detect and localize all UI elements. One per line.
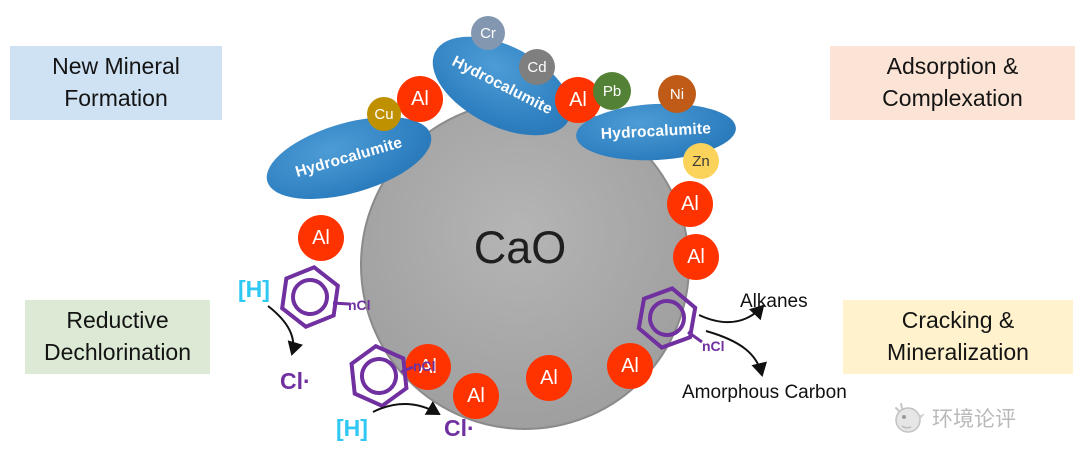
al-circle: Al [397,76,443,122]
al-circle: Al [526,355,572,401]
al-circle: Al [673,234,719,280]
hydrocalumite-label: Hydrocalumite [293,134,405,181]
amorphous-carbon-label: Amorphous Carbon [682,382,847,403]
chlorobenzene-ring-bottom [337,334,421,418]
metal-circle-zn: Zn [683,143,719,179]
chlorine-radical-label: Cl· [444,415,475,441]
hydrogen-radical-label: [H] [238,276,270,302]
watermark-text: 环境论评 [932,408,1016,431]
ncl-label: nCl [348,297,371,313]
benzene-ring-icon [349,343,409,409]
benzene-ring-icon [636,286,698,350]
ncl-label: nCl [702,338,725,354]
metal-circle-cr: Cr [471,16,505,50]
al-circle: Al [453,373,499,419]
al-circle: Al [405,344,451,390]
chlorobenzene-ring-left [267,254,353,340]
metal-circle-cu: Cu [367,97,401,131]
watermark: 环境论评 [890,400,1016,436]
ncl-label: nCl [413,358,436,374]
label-box-adsorption-complexation: Adsorption & Complexation [830,46,1075,120]
label-box-cracking-mineralization: Cracking & Mineralization [843,300,1073,374]
hydrogen-radical-label: [H] [336,415,368,441]
chlorobenzene-ring-right [623,274,711,362]
metal-circle-cd: Cd [519,49,555,85]
al-circle: Al [607,343,653,389]
metal-circle-pb: Pb [593,72,631,110]
al-circle: Al [298,215,344,261]
hydrocalumite-label: Hydrocalumite [600,120,712,143]
label-box-reductive-dechlorination: Reductive Dechlorination [25,300,210,374]
label-box-new-mineral-formation: New Mineral Formation [10,46,222,120]
al-circle: Al [667,181,713,227]
chick-icon [895,403,925,433]
metal-circle-ni: Ni [658,75,696,113]
cao-label: CaO [473,222,567,273]
benzene-ring-icon [280,265,340,329]
chlorine-radical-label: Cl· [280,368,311,394]
alkanes-label: Alkanes [740,291,808,312]
